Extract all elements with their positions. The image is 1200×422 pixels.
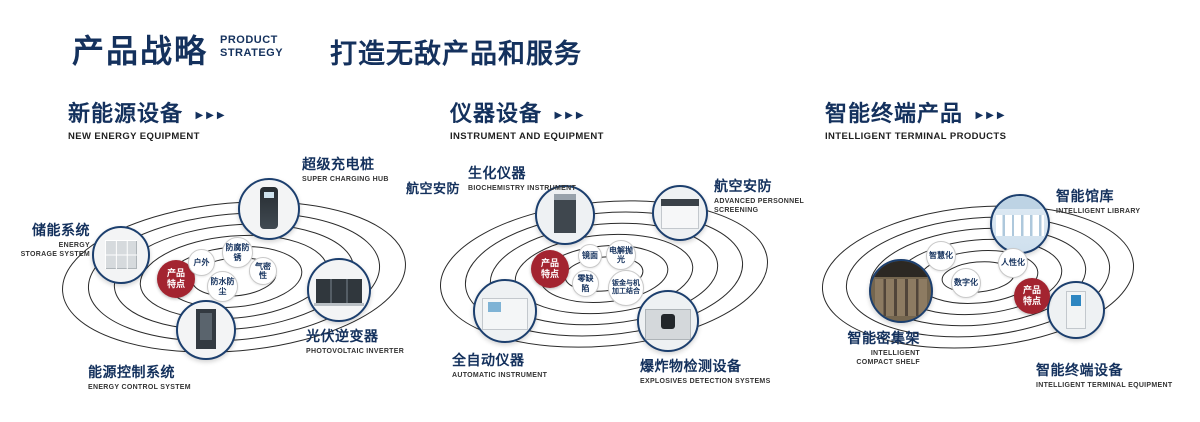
badge-line2: 特点 — [166, 279, 185, 289]
product-image-terminal-equipment — [1047, 281, 1105, 339]
aviation-security-tag: 航空安防 — [406, 181, 461, 196]
product-image-automatic-instrument — [473, 279, 537, 343]
photo-shape — [104, 239, 138, 270]
product-image-energy-control — [176, 300, 236, 360]
product-label-intelligent-library: 智能馆库 INTELLIGENT LIBRARY — [1056, 186, 1140, 217]
product-image-explosives-detection — [637, 290, 699, 352]
product-name-zh: 智能密集架 — [847, 330, 920, 346]
photo-shape — [661, 314, 675, 330]
feature-bubble: 户外 — [188, 249, 215, 276]
product-label-pv-inverter: 光伏逆变器 PHOTOVOLTAIC INVERTER — [306, 326, 404, 357]
product-image-personnel-screening — [652, 185, 708, 241]
page-subtitle-line2: STRATEGY — [220, 46, 284, 59]
photo-shape — [199, 313, 213, 341]
product-label-personnel-screening: 航空安防 ADVANCED PERSONNEL SCREENING — [714, 176, 809, 216]
product-image-pv-inverter — [307, 258, 371, 322]
page-title: 产品战略 — [72, 33, 209, 69]
feature-bubble: 数字化 — [951, 268, 981, 298]
photo-shape — [313, 303, 365, 307]
product-name-en: INTELLIGENT TERMINAL EQUIPMENT — [1036, 382, 1173, 389]
product-name-zh: 智能馆库 — [1056, 188, 1114, 204]
photo-shape — [263, 191, 275, 198]
product-label-energy-control: 能源控制系统 ENERGY CONTROL SYSTEM — [88, 362, 191, 393]
product-name-en: ENERGY CONTROL SYSTEM — [88, 384, 191, 391]
feature-bubble: 智慧化 — [926, 241, 956, 271]
photo-shape — [1070, 294, 1082, 306]
photo-shape — [661, 204, 699, 229]
product-name-en: INTELLIGENT COMPACT SHELF — [856, 350, 920, 366]
product-name-zh: 智能终端设备 — [1036, 362, 1123, 378]
feature-bubble: 气密性 — [249, 257, 277, 285]
photo-shape — [488, 302, 502, 313]
section-subtitle: NEW ENERGY EQUIPMENT — [68, 131, 200, 142]
badge-line1: 产品 — [540, 257, 559, 268]
product-image-energy-storage — [92, 226, 150, 284]
product-image-compact-shelf — [869, 259, 933, 323]
product-name-en: INTELLIGENT LIBRARY — [1056, 208, 1141, 215]
feature-bubble: 钣金与机加工结合 — [608, 270, 644, 306]
photo-shape — [661, 199, 699, 207]
product-name-en: AUTOMATIC INSTRUMENT — [452, 372, 548, 379]
photo-shape — [871, 261, 931, 277]
product-image-super-charger — [238, 178, 300, 240]
triple-arrow-icon: ▶▶▶ — [554, 110, 587, 121]
product-name-zh: 全自动仪器 — [452, 352, 525, 368]
product-name-zh: 能源控制系统 — [88, 364, 175, 380]
page-subtitle-line1: PRODUCT — [220, 34, 278, 46]
product-label-explosives-detection: 爆炸物检测设备 EXPLOSIVES DETECTION SYSTEMS — [640, 356, 771, 387]
triple-arrow-icon: ▶▶▶ — [975, 110, 1008, 121]
product-name-zh: 生化仪器 — [468, 165, 526, 181]
section-title: 仪器设备 — [450, 101, 543, 126]
product-features-badge: 产品 特点 — [1014, 278, 1050, 314]
product-image-intelligent-library — [990, 194, 1050, 254]
feature-bubble: 零缺陷 — [572, 270, 599, 297]
product-label-super-charger: 超级充电桩 SUPER CHARGING HUB — [302, 154, 389, 185]
photo-shape — [553, 193, 577, 233]
feature-bubble: 防腐防锈 — [222, 237, 253, 268]
product-name-en: BIOCHEMISTRY INSTRUMENT — [468, 185, 577, 192]
product-label-compact-shelf: 智能密集架 INTELLIGENT COMPACT SHELF — [812, 328, 920, 368]
feature-bubble: 防水防尘 — [207, 271, 238, 302]
product-name-zh: 储能系统 — [32, 222, 90, 238]
section-title: 新能源设备 — [68, 101, 184, 126]
product-name-zh: 光伏逆变器 — [306, 328, 379, 344]
page-subtitle: PRODUCT STRATEGY — [220, 34, 283, 59]
badge-line2: 特点 — [1022, 296, 1041, 306]
product-name-en: ADVANCED PERSONNEL SCREENING — [714, 198, 804, 214]
page-slogan: 打造无敌产品和服务 — [330, 39, 582, 69]
product-label-energy-storage: 储能系统 ENERGY STORAGE SYSTEM — [6, 220, 90, 260]
feature-bubble: 镜面 — [578, 244, 602, 268]
product-name-en: SUPER CHARGING HUB — [302, 176, 389, 183]
section-subtitle: INTELLIGENT TERMINAL PRODUCTS — [825, 131, 1007, 142]
product-name-zh: 爆炸物检测设备 — [640, 358, 742, 374]
photo-shape — [553, 193, 577, 201]
photo-shape — [874, 279, 928, 317]
section-header-instruments: 仪器设备 ▶▶▶ INSTRUMENT AND EQUIPMENT — [450, 96, 604, 142]
section-header-intelligent-terminals: 智能终端产品 ▶▶▶ INTELLIGENT TERMINAL PRODUCTS — [825, 96, 1008, 142]
product-label-automatic-instrument: 全自动仪器 AUTOMATIC INSTRUMENT — [452, 350, 547, 381]
section-title: 智能终端产品 — [825, 101, 964, 126]
product-name-zh: 航空安防 — [714, 178, 772, 194]
product-name-en: EXPLOSIVES DETECTION SYSTEMS — [640, 378, 771, 385]
product-image-biochemistry — [535, 185, 595, 245]
product-label-biochemistry: 生化仪器 BIOCHEMISTRY INSTRUMENT — [468, 163, 576, 194]
section-subtitle: INSTRUMENT AND EQUIPMENT — [450, 131, 604, 142]
triple-arrow-icon: ▶▶▶ — [195, 110, 228, 121]
badge-line2: 特点 — [540, 269, 559, 279]
badge-line1: 产品 — [166, 267, 185, 278]
section-header-new-energy: 新能源设备 ▶▶▶ NEW ENERGY EQUIPMENT — [68, 96, 228, 142]
product-name-en: PHOTOVOLTAIC INVERTER — [306, 348, 405, 355]
product-name-en: ENERGY STORAGE SYSTEM — [20, 242, 90, 258]
product-label-terminal-equipment: 智能终端设备 INTELLIGENT TERMINAL EQUIPMENT — [1036, 360, 1172, 391]
photo-shape — [992, 196, 1048, 210]
photo-shape — [996, 215, 1044, 237]
product-name-zh: 超级充电桩 — [302, 156, 375, 172]
product-features-badge: 产品 特点 — [531, 250, 569, 288]
feature-bubble: 电解抛光 — [606, 240, 636, 270]
photo-shape — [316, 279, 362, 304]
feature-bubble: 人性化 — [998, 248, 1028, 278]
badge-line1: 产品 — [1022, 284, 1041, 295]
